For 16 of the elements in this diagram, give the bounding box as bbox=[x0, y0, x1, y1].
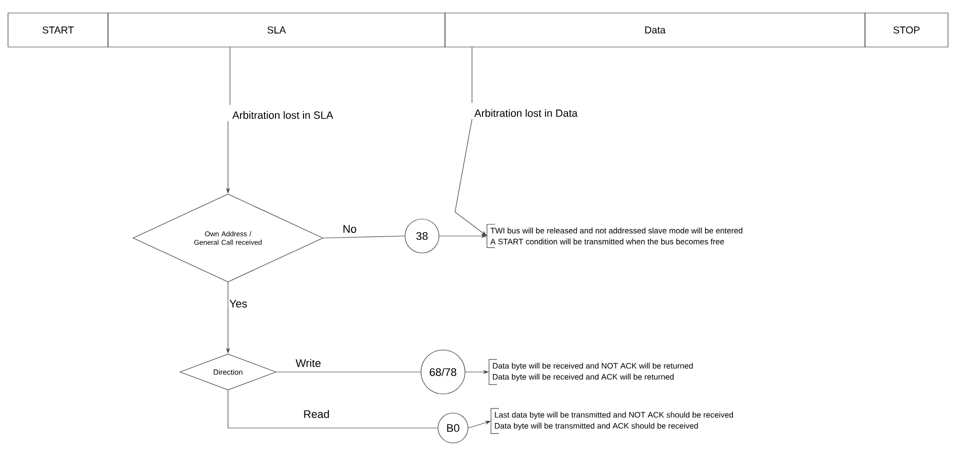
connector bbox=[228, 390, 438, 428]
frame-cell: Data bbox=[444, 12, 866, 48]
bracketed-note: TWI bus will be released and not addressed slave mode will be entered A START condition will be transmitted when the bus becomes free bbox=[486, 224, 742, 248]
frame-cell: STOP bbox=[864, 12, 948, 48]
frame-cell: SLA bbox=[108, 12, 446, 48]
connector bbox=[323, 236, 405, 238]
annotation-text: Arbitration lost in SLA bbox=[232, 111, 334, 119]
edge-label: Yes bbox=[228, 298, 248, 309]
edge-label: Read bbox=[302, 408, 331, 420]
frame-cell: START bbox=[8, 12, 108, 48]
connector bbox=[454, 118, 487, 236]
bracketed-note: Last data byte will be transmitted and NOT ACK should be received Data byte will be transmitted and ACK should be received bbox=[490, 408, 733, 434]
bracketed-note: Data byte will be received and NOT ACK will be returned Data byte will be received and ACK will be returned bbox=[488, 359, 693, 385]
edge-label: Write bbox=[294, 358, 322, 368]
annotation-text: Arbitration lost in Data bbox=[474, 109, 578, 117]
edge-label: No bbox=[342, 224, 358, 234]
